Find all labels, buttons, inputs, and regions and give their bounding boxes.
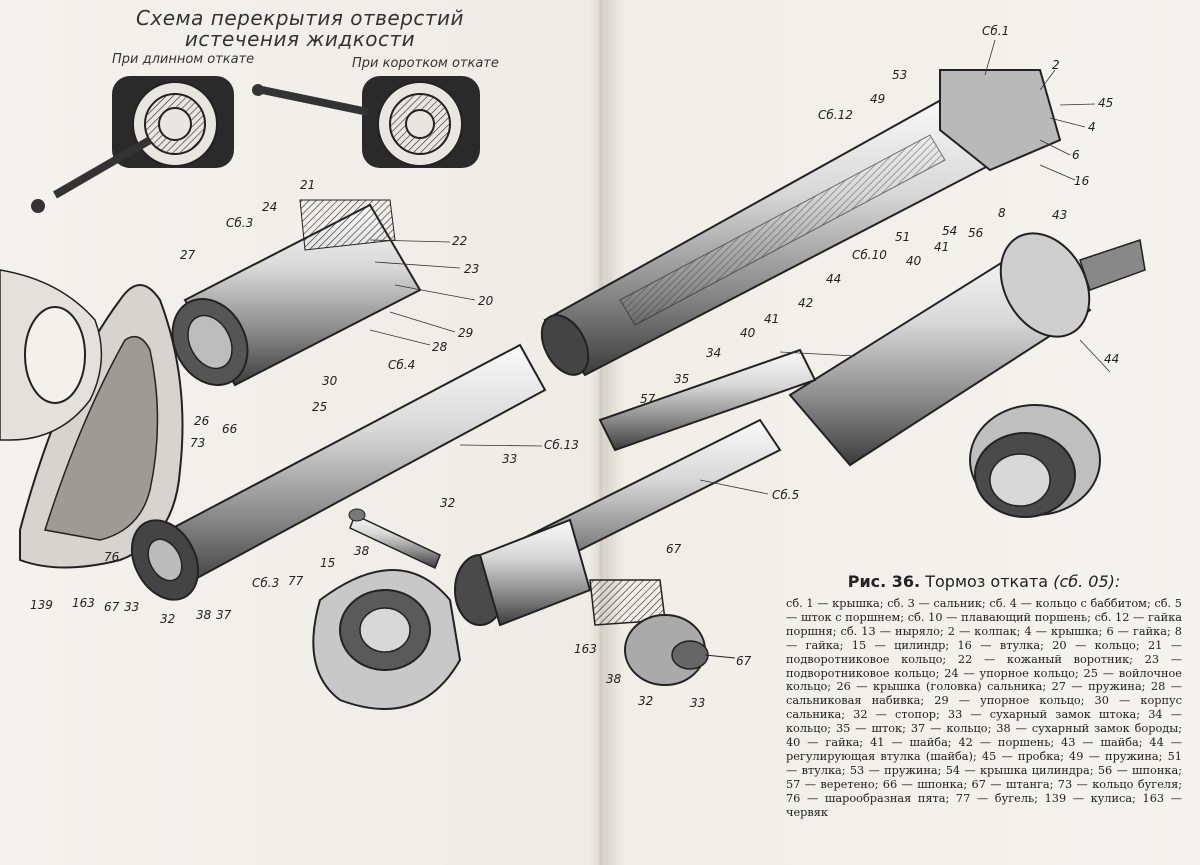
callout-27: 27 xyxy=(180,248,196,262)
callout-67a: 67 xyxy=(666,542,682,556)
buffer-assembly xyxy=(130,343,547,601)
callout-20: 20 xyxy=(478,294,494,308)
callout-163b: 163 xyxy=(574,642,597,656)
gland-assembly xyxy=(171,199,422,387)
callout-25: 25 xyxy=(312,400,328,414)
callout-53: 53 xyxy=(892,68,908,82)
callout-4: 4 xyxy=(1088,120,1096,134)
regulating-bushing-44 xyxy=(969,404,1101,518)
callout-15: 15 xyxy=(320,556,336,570)
split-lock-33 xyxy=(454,518,592,627)
callout-73: 73 xyxy=(190,436,206,450)
callout-sb4: Сб.4 xyxy=(388,358,416,372)
callout-sb12: Сб.12 xyxy=(818,108,853,122)
callout-139: 139 xyxy=(30,598,53,612)
callout-66: 66 xyxy=(222,422,238,436)
callout-35: 35 xyxy=(674,372,690,386)
callout-77: 77 xyxy=(288,574,304,588)
callout-43: 43 xyxy=(1052,208,1068,222)
callout-28: 28 xyxy=(432,340,448,354)
callout-26: 26 xyxy=(194,414,210,428)
callout-33c: 33 xyxy=(690,696,706,710)
callout-40: 40 xyxy=(740,326,756,340)
callout-sb3a: Сб.3 xyxy=(226,216,254,230)
callout-41: 41 xyxy=(934,240,950,254)
long-recoil-label: При длинном откате xyxy=(112,52,255,67)
stop-pin xyxy=(348,508,441,570)
callout-54: 54 xyxy=(942,224,958,238)
callout-38a: 38 xyxy=(354,544,370,558)
callout-sb1: Сб.1 xyxy=(982,24,1010,38)
callout-38b: 38 xyxy=(196,608,212,622)
callout-42: 42 xyxy=(798,296,814,310)
scheme-title-line2: истечения жидкости xyxy=(184,27,416,51)
callout-sb10: Сб.10 xyxy=(852,248,887,262)
callout-sb3b: Сб.3 xyxy=(252,576,280,590)
callout-sb13: Сб.13 xyxy=(544,438,579,452)
callout-44a: 44 xyxy=(826,272,842,286)
long-recoil-scheme xyxy=(31,76,234,213)
callout-34: 34 xyxy=(706,346,722,360)
callout-57: 57 xyxy=(640,392,656,406)
callout-33b: 33 xyxy=(124,600,140,614)
callout-76: 76 xyxy=(104,550,120,564)
callout-38c: 38 xyxy=(606,672,622,686)
callout-49: 49 xyxy=(870,92,886,106)
short-recoil-scheme xyxy=(252,76,480,168)
callout-37: 37 xyxy=(216,608,232,622)
callout-sb5: Сб.5 xyxy=(772,488,800,502)
callout-32a: 32 xyxy=(440,496,456,510)
callout-29: 29 xyxy=(458,326,474,340)
callout-16: 16 xyxy=(1074,174,1090,188)
callout-45: 45 xyxy=(1098,96,1114,110)
scheme-title-line1: Схема перекрытия отверстий xyxy=(135,6,465,30)
callout-32b: 32 xyxy=(160,612,176,626)
callout-22: 22 xyxy=(452,234,468,248)
callout-41b: 41 xyxy=(764,312,780,326)
callout-40b: 40 xyxy=(906,254,922,268)
callout-8: 8 xyxy=(998,206,1006,220)
cylinder-upper xyxy=(540,69,1062,377)
caption-fig: Рис. 36. xyxy=(847,572,921,591)
callout-163a: 163 xyxy=(72,596,95,610)
callout-32c: 32 xyxy=(638,694,654,708)
callout-30: 30 xyxy=(322,374,338,388)
callout-6: 6 xyxy=(1072,148,1080,162)
figure-caption: Рис. 36. Тормоз отката (сб. 05): сб. 1 —… xyxy=(786,572,1182,820)
callout-67c: 67 xyxy=(736,654,752,668)
callout-44b: 44 xyxy=(1104,352,1120,366)
caption-title: Рис. 36. Тормоз отката (сб. 05): xyxy=(786,572,1182,591)
caption-name: Тормоз отката xyxy=(925,572,1049,591)
caption-legend: сб. 1 — крышка; сб. 3 — сальник; сб. 4 —… xyxy=(786,597,1182,819)
callout-67b: 67 xyxy=(104,600,120,614)
worm-detail xyxy=(589,579,736,686)
callout-23: 23 xyxy=(464,262,480,276)
leader-lines xyxy=(369,39,1111,495)
scheme-title: Схема перекрытия отверстий истечения жид… xyxy=(110,8,490,50)
short-recoil-label: При коротком откате xyxy=(352,56,499,71)
page-fold xyxy=(598,0,604,865)
callout-33a: 33 xyxy=(502,452,518,466)
callout-2: 2 xyxy=(1052,58,1060,72)
callout-24: 24 xyxy=(262,200,278,214)
callout-21: 21 xyxy=(300,178,316,192)
cylinder-right xyxy=(788,232,1146,467)
split-lock-38 xyxy=(312,569,462,710)
callout-56: 56 xyxy=(968,226,984,240)
caption-code: (сб. 05): xyxy=(1053,572,1121,591)
rocker-bracket xyxy=(0,269,184,569)
callout-51: 51 xyxy=(895,230,911,244)
